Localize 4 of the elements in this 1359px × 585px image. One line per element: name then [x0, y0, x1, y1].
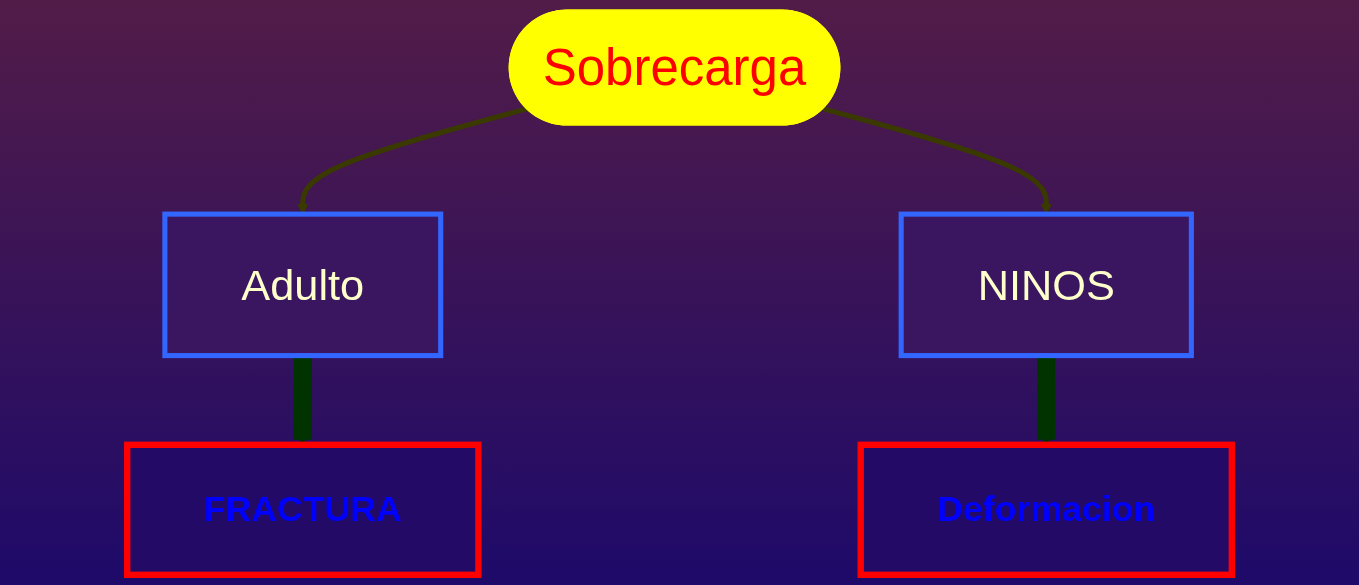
- node-box: Deformacion: [857, 441, 1235, 578]
- node-box: NINOS: [898, 211, 1194, 359]
- node-box: FRACTURA: [124, 441, 482, 578]
- node-box: Adulto: [162, 211, 444, 359]
